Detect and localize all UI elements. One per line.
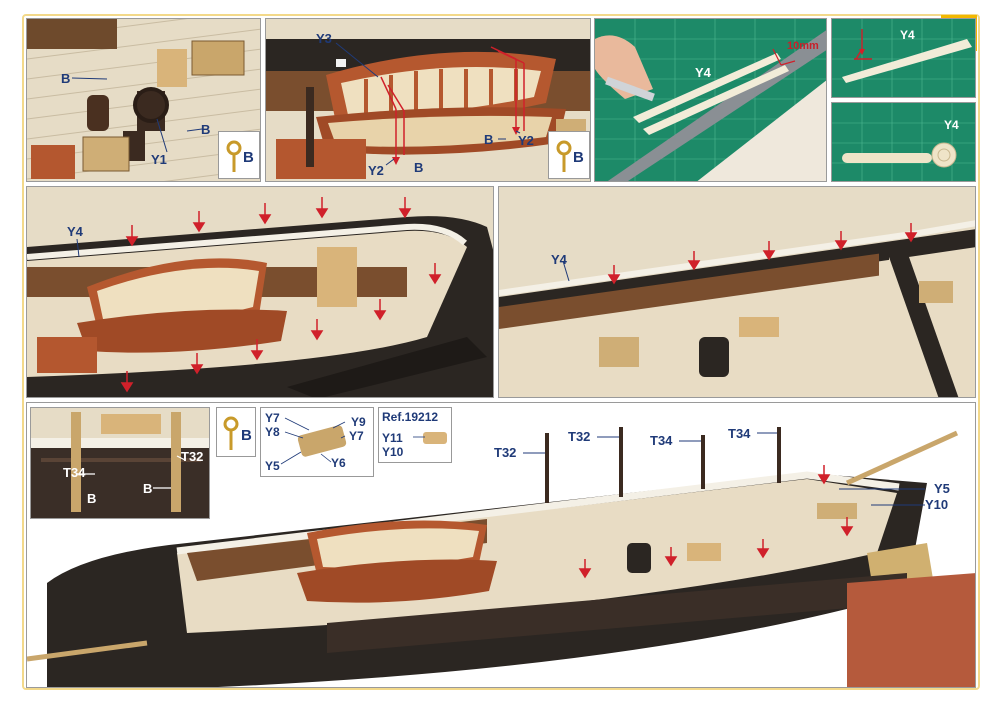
label-t34-mid: T34 — [650, 433, 673, 448]
main-ship-photo — [27, 427, 975, 687]
label-t34: T34 — [63, 465, 86, 480]
ref-part-drawing — [413, 432, 447, 444]
label-y4: Y4 — [67, 224, 83, 239]
ring-bolt-legend-label: B — [241, 427, 252, 444]
part-y8: Y8 — [265, 425, 280, 439]
windlass-part-drawing — [280, 417, 347, 465]
panel2-red-guides — [335, 42, 525, 166]
label-y4: Y4 — [551, 252, 567, 267]
ref-box: Ref.19212 Y11 Y10 — [378, 407, 452, 463]
part-y6: Y6 — [331, 456, 346, 470]
label-y4: Y4 — [695, 65, 711, 80]
part-y10: Y10 — [382, 445, 404, 459]
ring-bolt-legend-label: B — [243, 149, 254, 166]
bow-rail-photo — [27, 216, 493, 397]
inset-mast-photo — [31, 408, 209, 512]
panel3-measure — [772, 48, 796, 66]
panel1-leaders — [71, 77, 203, 153]
ref-code: Ref.19212 — [382, 410, 439, 424]
label-y4: Y4 — [900, 28, 915, 42]
label-y5: Y5 — [934, 481, 950, 496]
label-t32-left: T32 — [494, 445, 517, 460]
part-y9: Y9 — [351, 415, 366, 429]
ring-bolt-icon — [226, 140, 242, 172]
ring-bolt-legend: B — [218, 131, 260, 179]
label-t34-right: T34 — [728, 426, 751, 441]
parts-box: Y7 Y9 Y8 Y7 Y5 Y6 — [260, 407, 374, 477]
main-ship-guides — [523, 432, 925, 579]
strip-angle-photo — [832, 19, 975, 97]
label-b-side: B — [201, 122, 211, 137]
page-border — [22, 14, 980, 690]
part-y7-right: Y7 — [349, 429, 364, 443]
label-measure-10mm: 10mm — [787, 40, 819, 52]
panel-stern-rail: Y4 — [498, 186, 976, 398]
part-y7-top: Y7 — [265, 411, 280, 425]
cutting-strips-photo — [595, 19, 826, 181]
panel-boat-placement: B Y3 Y2 B B Y2 — [265, 18, 591, 182]
panel-main-ship — [26, 402, 976, 688]
bow-rail-arrows — [76, 197, 442, 393]
strip-coiled-photo — [832, 103, 975, 181]
panel-cutting-strips: Y4 10mm — [594, 18, 827, 182]
label-b-right: B — [484, 132, 494, 147]
label-b-right: B — [143, 481, 153, 496]
stern-rail-photo — [499, 220, 975, 397]
label-b-top: B — [61, 71, 71, 86]
ring-bolt-icon — [223, 416, 239, 450]
panel-deck-fittings: B B B Y1 — [26, 18, 261, 182]
label-y4: Y4 — [944, 118, 959, 132]
label-b-left: B — [414, 160, 424, 175]
label-y1: Y1 — [151, 152, 167, 167]
ring-bolt-legend-3: B — [216, 407, 256, 457]
part-y5: Y5 — [265, 459, 280, 473]
label-b-left: B — [87, 491, 97, 506]
label-y2-left: Y2 — [368, 163, 384, 178]
panel-strip-angle: Y4 — [831, 18, 976, 98]
ring-bolt-legend-2: B — [548, 131, 590, 179]
panel-bow-rail: Y4 — [26, 186, 494, 398]
panel-strip-coiled: Y4 — [831, 102, 976, 182]
ring-bolt-legend-label: B — [573, 149, 584, 166]
label-y3: Y3 — [316, 31, 332, 46]
label-t32: T32 — [181, 449, 204, 464]
part-y11: Y11 — [382, 431, 403, 445]
label-y10: Y10 — [925, 497, 949, 512]
label-t32-mid: T32 — [568, 429, 591, 444]
inset-mast-detail: T34 T32 B B — [30, 407, 210, 519]
ring-bolt-icon — [556, 140, 572, 172]
stern-rail-arrows — [562, 223, 918, 285]
label-y2-right: Y2 — [518, 133, 534, 148]
boat-placement-photo — [266, 39, 590, 179]
